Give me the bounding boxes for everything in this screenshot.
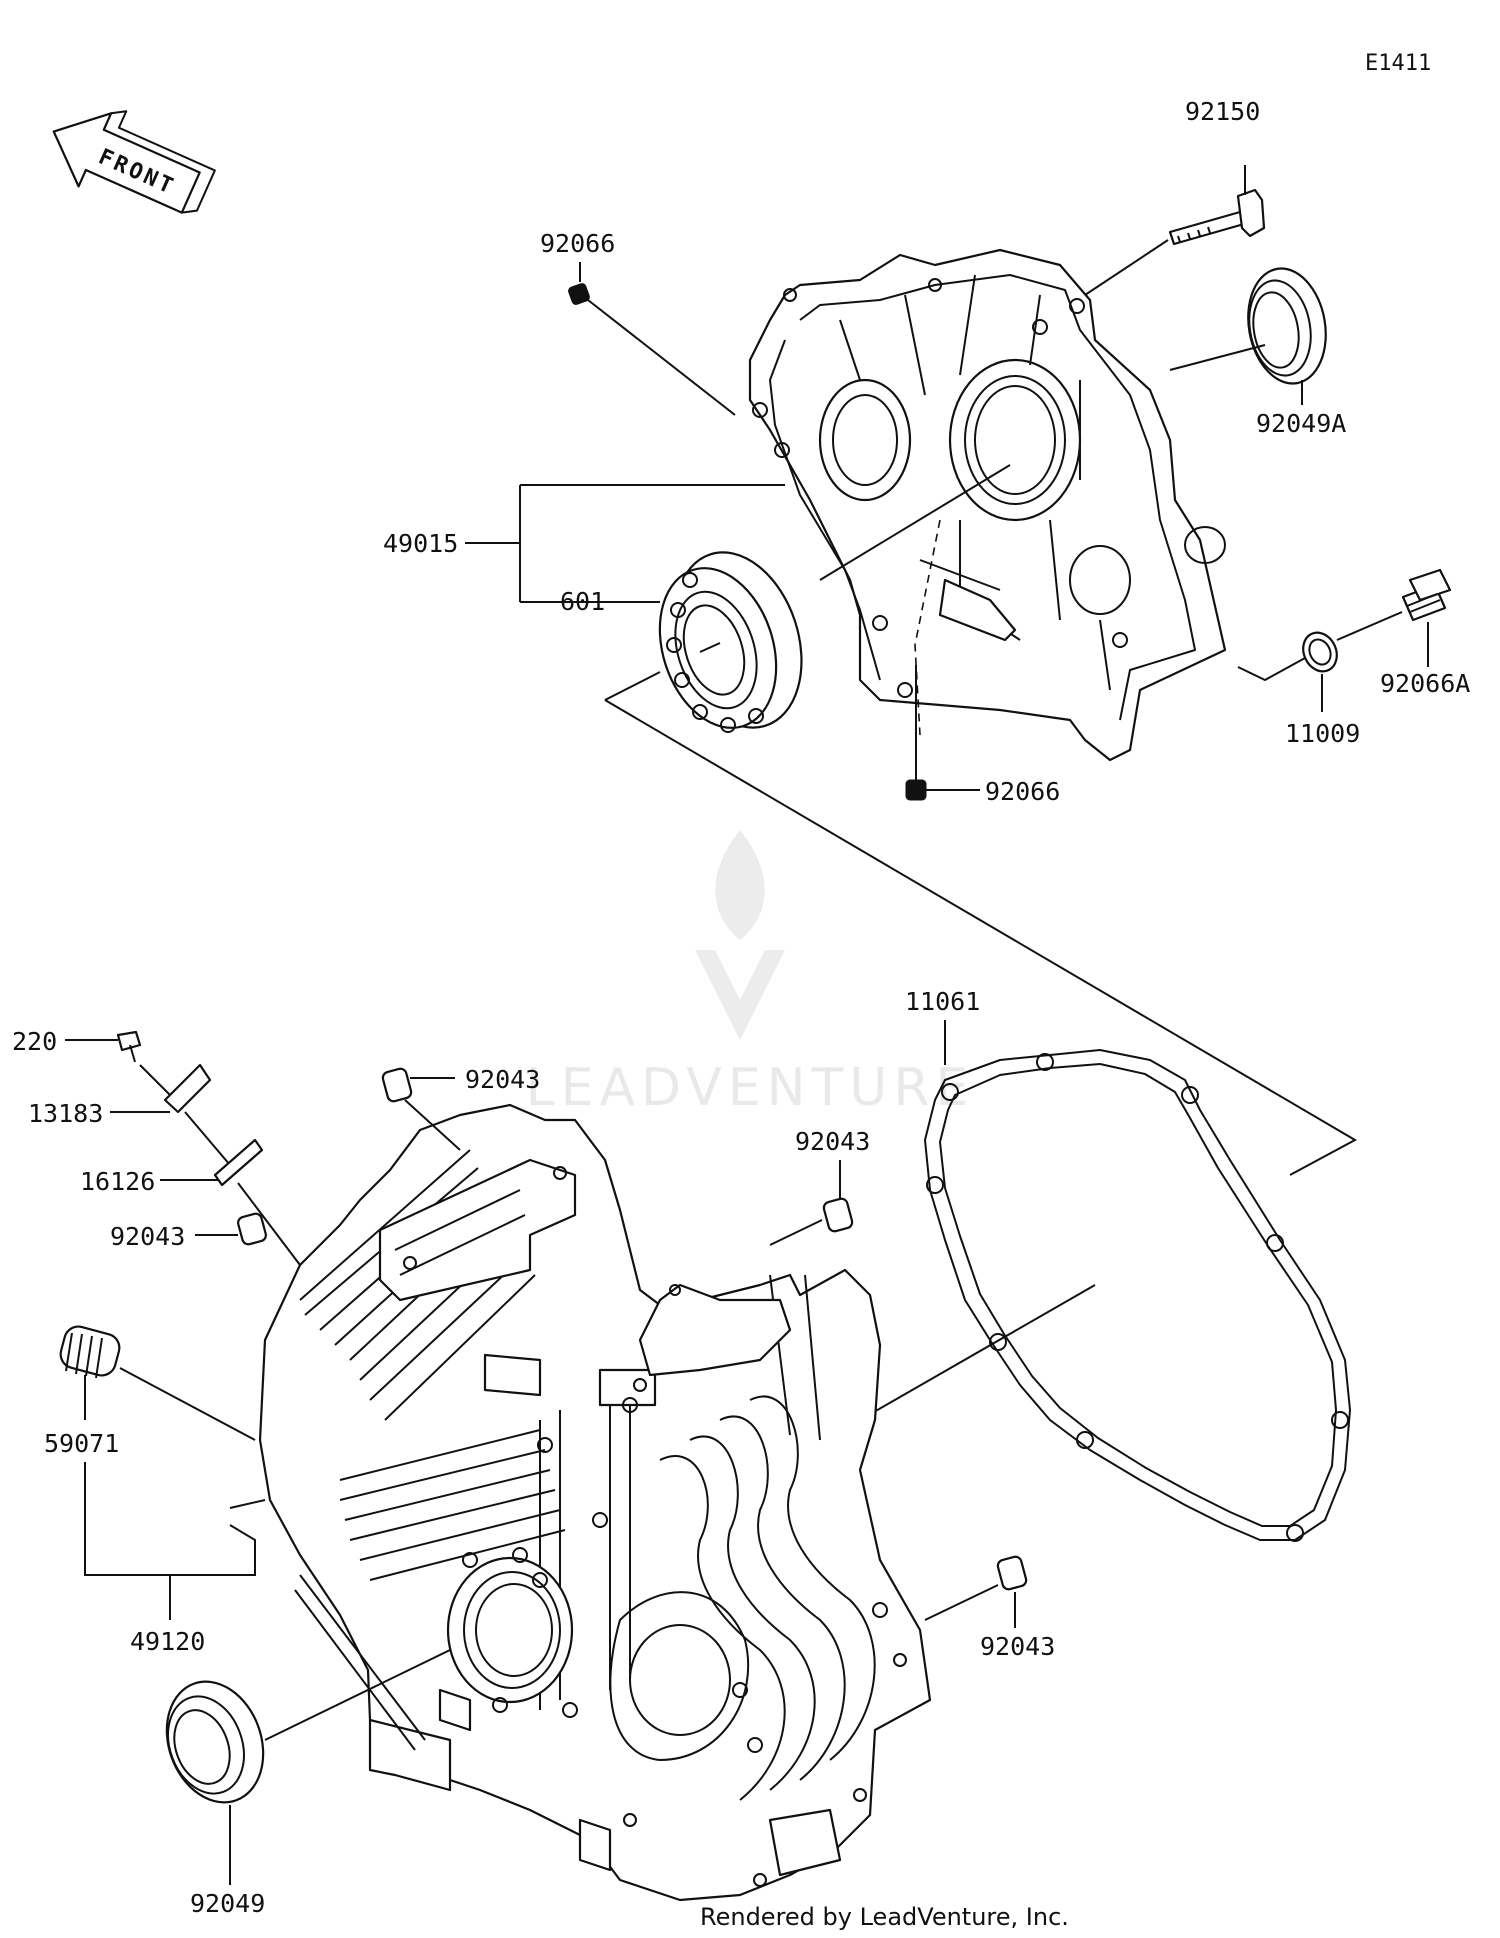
label-92043-right-upper: 92043 xyxy=(795,1127,870,1156)
plate-16126 xyxy=(160,1138,301,1266)
screw-220 xyxy=(65,1030,171,1096)
bolt-92150 xyxy=(1084,165,1266,296)
label-92049: 92049 xyxy=(190,1889,265,1918)
footer-credit: Rendered by LeadVenture, Inc. xyxy=(700,1903,1069,1931)
crankcase-cover xyxy=(748,248,1227,762)
label-601: 601 xyxy=(560,587,605,616)
bracket-49015 xyxy=(465,484,785,603)
front-arrow-icon: FRONT xyxy=(52,110,216,214)
bracket-49120 xyxy=(84,1462,266,1620)
watermark-text: LEADVENTURE xyxy=(526,1058,975,1118)
label-13183: 13183 xyxy=(28,1099,103,1128)
label-11009: 11009 xyxy=(1285,719,1360,748)
label-92043-right-lower: 92043 xyxy=(980,1632,1055,1661)
leadventure-watermark: LEADVENTURE xyxy=(526,830,975,1118)
label-92066a: 92066A xyxy=(1380,669,1470,698)
dowel-pin-92043-left xyxy=(195,1212,267,1246)
label-49120: 49120 xyxy=(130,1627,205,1656)
label-59071: 59071 xyxy=(44,1429,119,1458)
oil-seal-92049 xyxy=(165,1649,451,1885)
oil-seal-92049a xyxy=(1169,267,1327,405)
drain-plug-92066a xyxy=(1336,568,1452,667)
label-11061: 11061 xyxy=(905,987,980,1016)
label-92049a: 92049A xyxy=(1256,409,1346,438)
diagram-id: E1411 xyxy=(1365,51,1431,76)
plate-13183 xyxy=(110,1063,231,1166)
ball-bearing-601 xyxy=(658,551,803,733)
plug-59071 xyxy=(59,1325,256,1441)
label-92066-top: 92066 xyxy=(540,229,615,258)
alignment-line xyxy=(604,671,1358,1176)
label-49015: 49015 xyxy=(383,529,458,558)
label-16126: 16126 xyxy=(80,1167,155,1196)
label-92066-bottom: 92066 xyxy=(985,777,1060,806)
dowel-pin-92043-top xyxy=(381,1067,461,1151)
dowel-pin-92066-bottom xyxy=(905,665,980,801)
label-92043-top: 92043 xyxy=(465,1065,540,1094)
label-220: 220 xyxy=(12,1027,57,1056)
label-92043-left: 92043 xyxy=(110,1222,185,1251)
dowel-pin-92043-right-lower xyxy=(924,1555,1028,1628)
crankcase xyxy=(258,1103,932,1902)
label-92150: 92150 xyxy=(1185,97,1260,126)
gasket-11061 xyxy=(859,1020,1351,1542)
dowel-pin-92043-right-upper xyxy=(769,1160,854,1246)
washer-11009 xyxy=(1237,631,1338,712)
dowel-pin-92066-top xyxy=(568,262,736,416)
